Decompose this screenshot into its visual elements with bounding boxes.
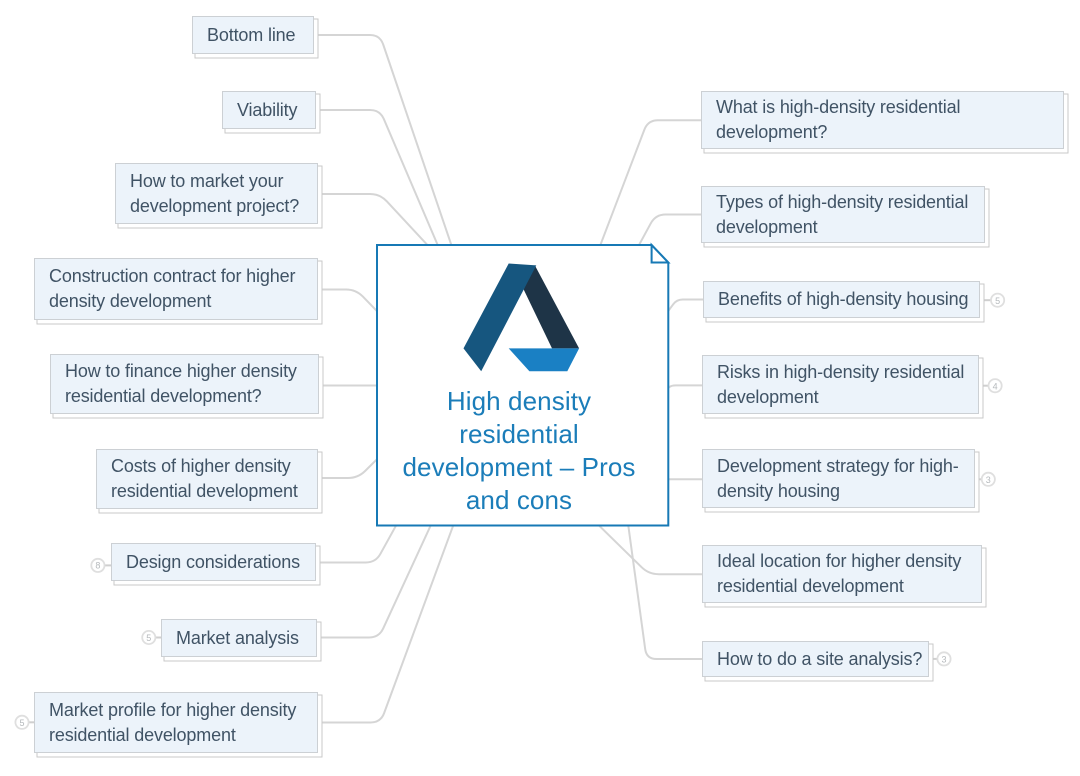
svg-text:8: 8 <box>95 561 100 571</box>
svg-text:3: 3 <box>941 655 946 665</box>
svg-text:5: 5 <box>995 296 1000 306</box>
svg-text:5: 5 <box>19 718 24 728</box>
svg-text:3: 3 <box>986 475 991 485</box>
svg-text:4: 4 <box>993 381 998 391</box>
svg-text:5: 5 <box>146 633 151 643</box>
